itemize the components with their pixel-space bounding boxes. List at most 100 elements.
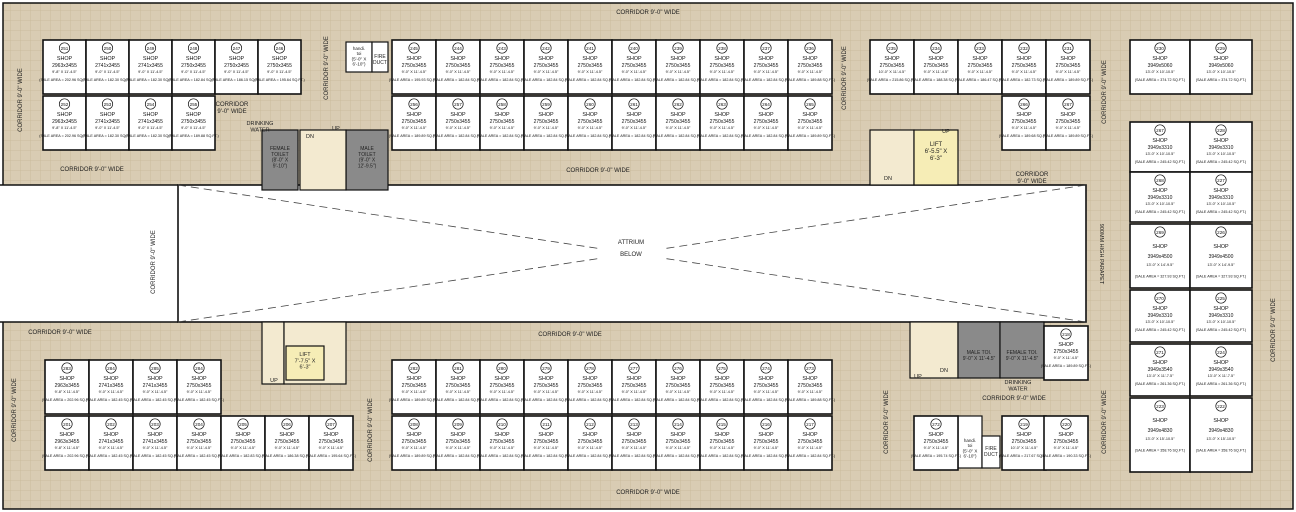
unit-number: 225: [1217, 296, 1225, 301]
unit-number: 220: [1062, 422, 1070, 427]
unit-number: 260: [586, 102, 594, 107]
unit-size-mm: 2750x3455: [710, 63, 735, 69]
unit-size-ft: 9'-0" X 11'-4.5": [754, 126, 779, 130]
unit-number: 215: [718, 422, 726, 427]
unit-name: SHOP: [103, 376, 119, 382]
unit-number: 206: [283, 422, 291, 427]
unit-number-circle: [760, 418, 772, 430]
dn-top-right: DN: [884, 176, 892, 182]
up-top-right: UP: [942, 129, 950, 135]
unit-number: 235: [888, 46, 896, 51]
unit-number: 281: [454, 366, 462, 371]
dn-top-left: DN: [306, 134, 314, 140]
unit-number-circle: [584, 42, 596, 54]
unit-name: SHOP: [758, 376, 774, 382]
unit-number-circle: [149, 418, 161, 430]
unit-size-ft: 9'-0" X 11'-4.5": [578, 390, 603, 394]
unit-area: (SALE AREA = 182.84 SQ.FT.): [697, 398, 748, 402]
unit-name: SHOP: [670, 376, 686, 382]
unit-area: (SALE AREA = 182.45 SQ.FT.): [130, 454, 181, 458]
unit-number-circle: [408, 362, 420, 374]
unit-area: (SALE AREA = 182.84 SQ.FT.): [521, 78, 572, 82]
unit-name: SHOP: [714, 112, 730, 118]
unit-name: SHOP: [758, 112, 774, 118]
unit-size-mm: 2750x3455: [224, 63, 249, 69]
unit-area: (SALE AREA = 182.84 SQ.FT.): [609, 398, 660, 402]
unit-number-circle: [187, 98, 200, 110]
unit-area: (SALE AREA = 182.84 SQ.FT.): [433, 398, 484, 402]
unit-name: SHOP: [1152, 138, 1168, 144]
unit-size-mm: 2750x3455: [578, 383, 603, 389]
unit-size-mm: 2750x3455: [1012, 439, 1037, 445]
unit-area: (SALE AREA = 189.89 SQ.FT.): [1041, 364, 1092, 368]
unit-size-ft: 9'-0" X 11'-4.5": [402, 446, 427, 450]
up-bottom-right: UP: [914, 374, 922, 380]
fire-duct-bottom: [981, 435, 1001, 469]
unit-number: 262: [674, 102, 682, 107]
unit-area: (SALE AREA = 202.96 SQ.FT.): [39, 134, 90, 138]
unit-area: (SALE AREA = 202.96 SQ.FT.): [42, 398, 93, 402]
unit-size-ft: 9'-8" X 11'-4.5": [52, 126, 77, 130]
unit-number-circle: [273, 42, 286, 54]
unit-size-mm: 2750x3455: [402, 63, 427, 69]
unit-size-mm: 3949x5060: [1209, 63, 1234, 69]
lift-top-right: [913, 129, 959, 186]
unit-number: 245: [410, 46, 418, 51]
unit-size-mm: 2750x3455: [1012, 119, 1037, 125]
female-toilet-top: [261, 129, 299, 191]
unit-number-circle: [61, 418, 73, 430]
unit-area: (SALE AREA = 195.64 SQ.FT.): [254, 78, 305, 82]
unit-size-mm: 2741x3455: [99, 439, 124, 445]
unit-size-mm: 2741x3455: [143, 439, 168, 445]
unit-number: 201: [63, 422, 71, 427]
unit-name: SHOP: [191, 376, 207, 382]
unit-area: (SALE AREA = 182.84 SQ.FT.): [697, 78, 748, 82]
unit-area: (SALE AREA = 182.84 SQ.FT.): [741, 134, 792, 138]
unit-area: (SALE AREA = 182.30 SQ.FT.): [125, 78, 176, 82]
unit-name: SHOP: [147, 376, 163, 382]
unit-area: (SALE AREA = 182.84 SQ.FT.): [433, 134, 484, 138]
unit-name: SHOP: [59, 432, 75, 438]
female-toilet-bottom: [999, 321, 1045, 379]
unit-area: (SALE AREA = 374.72 SQ.FT.): [1135, 78, 1186, 82]
unit-size-mm: 2750x3455: [578, 119, 603, 125]
unit-number: 224: [1217, 350, 1225, 355]
unit-number: 251: [61, 46, 69, 51]
unit-size-ft: 9'-0" X 11'-4.5": [710, 446, 735, 450]
unit-number: 227: [1217, 178, 1225, 183]
unit-number-circle: [1062, 42, 1074, 54]
unit-number-circle: [716, 418, 728, 430]
unit-size-ft: 9'-0" X 11'-4.5": [138, 126, 163, 130]
unit-size-ft: 9'-0" X 11'-4.5": [666, 126, 691, 130]
atrium-label: ATTRIUM: [618, 240, 644, 246]
unit-area: (SALE AREA = 182.83 SQ.FT.): [218, 454, 269, 458]
unit-size-mm: 2750x3455: [754, 383, 779, 389]
unit-size-mm: 3949x3310: [1148, 145, 1173, 151]
unit-area: (SALE AREA = 182.84 SQ.FT.): [521, 398, 572, 402]
unit-size-ft: 9'-0" X 11'-4.5": [319, 446, 344, 450]
unit-number-circle: [804, 42, 816, 54]
unit-name: SHOP: [582, 432, 598, 438]
unit-area: (SALE AREA = 182.30 SQ.FT.): [125, 134, 176, 138]
